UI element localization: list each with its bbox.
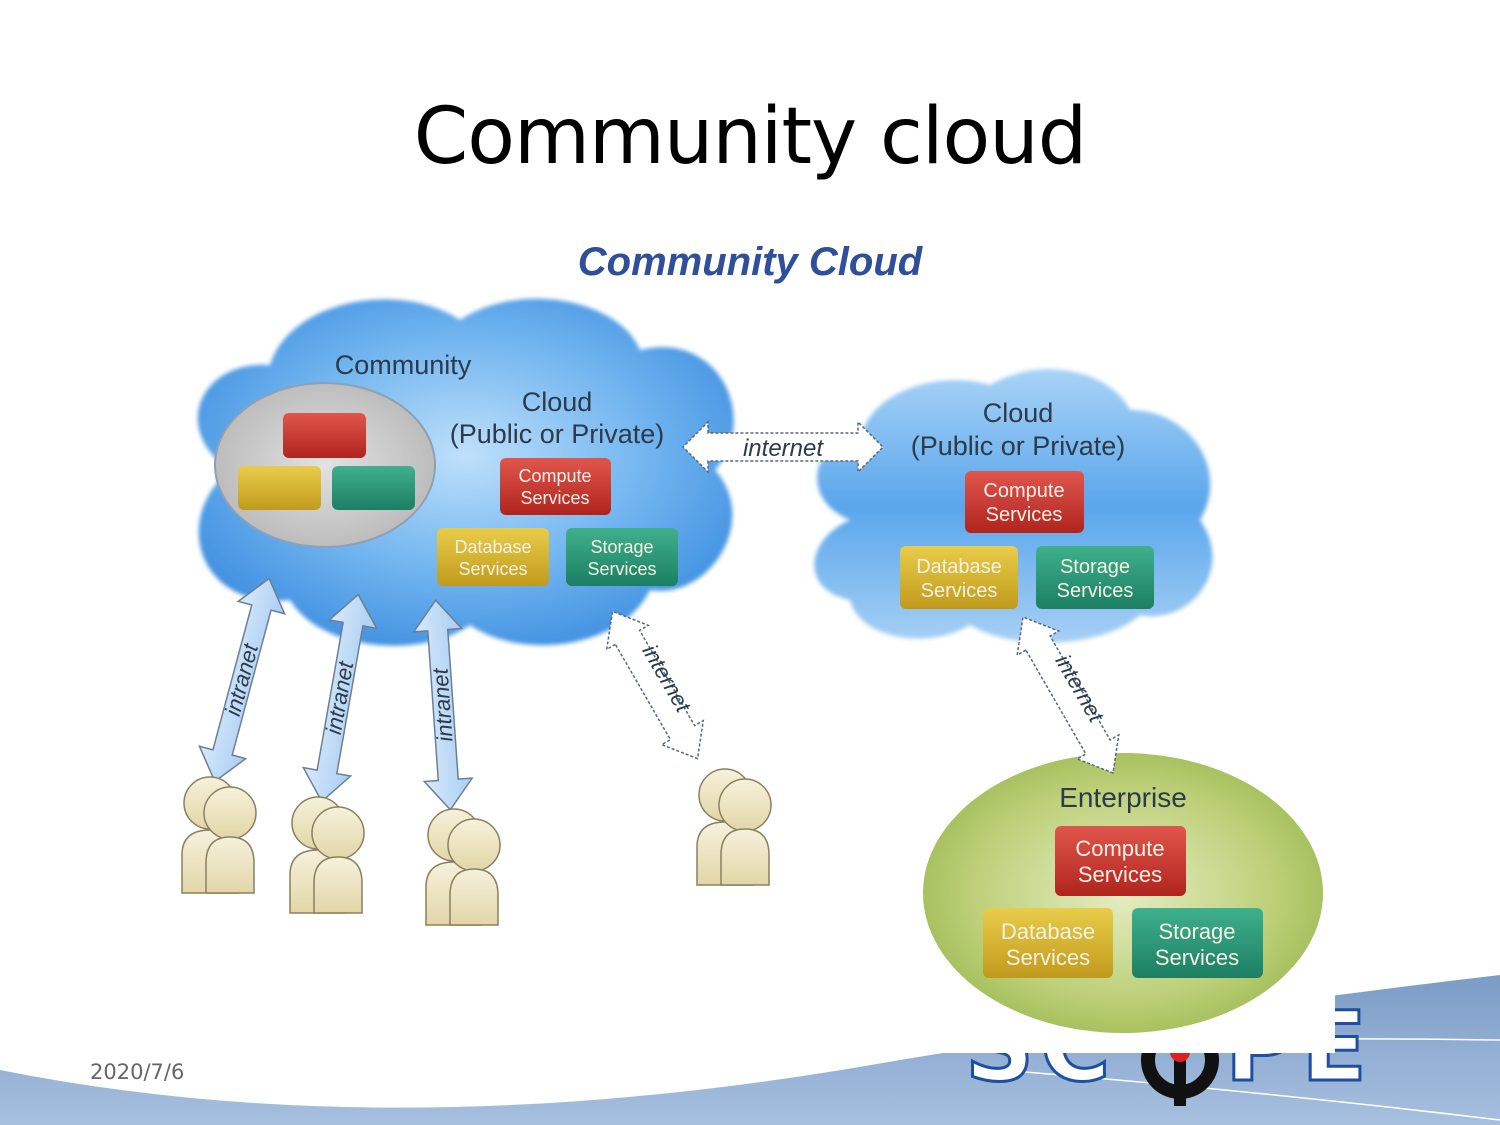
public-database-services: Database Services xyxy=(900,546,1018,609)
svg-text:Services: Services xyxy=(1057,580,1134,602)
community-cloud-type: (Public or Private) xyxy=(450,419,665,449)
enterprise-database-services: Database Services xyxy=(983,908,1113,978)
slide-date: 2020/7/6 xyxy=(90,1060,185,1084)
internet-arrow-community-user: internet xyxy=(605,610,705,760)
svg-text:intranet: intranet xyxy=(220,640,263,718)
svg-text:Database: Database xyxy=(1001,919,1095,944)
svg-text:Services: Services xyxy=(1078,862,1162,887)
community-cloud-label: Cloud xyxy=(522,387,593,417)
svg-text:Services: Services xyxy=(458,559,527,579)
svg-text:Compute: Compute xyxy=(983,480,1064,502)
svg-text:internet: internet xyxy=(743,435,824,462)
public-storage-services: Storage Services xyxy=(1036,546,1154,609)
users-icon-group-1 xyxy=(181,776,257,894)
svg-text:Services: Services xyxy=(587,559,656,579)
member-block-yellow xyxy=(238,466,321,510)
enterprise-label: Enterprise xyxy=(1059,782,1187,813)
community-label: Community xyxy=(335,350,472,380)
public-compute-services: Compute Services xyxy=(965,471,1084,533)
enterprise-compute-services: Compute Services xyxy=(1055,826,1186,896)
community-members-ellipse xyxy=(214,382,436,548)
svg-text:Compute: Compute xyxy=(1075,836,1164,861)
public-cloud-type: (Public or Private) xyxy=(911,431,1126,461)
users-icon-group-2 xyxy=(289,796,365,914)
community-compute-services: Compute Services xyxy=(500,458,611,515)
svg-text:Services: Services xyxy=(1006,945,1090,970)
svg-text:Storage: Storage xyxy=(1158,919,1235,944)
intranet-arrow-3: intranet xyxy=(412,599,474,811)
svg-text:intranet: intranet xyxy=(427,667,457,743)
users-icon-group-3 xyxy=(425,808,501,926)
enterprise-storage-services: Storage Services xyxy=(1132,908,1263,978)
svg-text:Services: Services xyxy=(921,580,998,602)
diagram-title: Community Cloud xyxy=(577,240,923,284)
community-storage-services: Storage Services xyxy=(566,528,678,586)
svg-text:intranet: intranet xyxy=(321,659,359,736)
svg-text:Database: Database xyxy=(916,556,1002,578)
svg-text:Services: Services xyxy=(520,488,589,508)
community-database-services: Database Services xyxy=(437,528,549,586)
svg-text:Storage: Storage xyxy=(1060,556,1130,578)
internet-arrow-horizontal: internet xyxy=(681,420,885,474)
slide-title: Community cloud xyxy=(413,92,1087,182)
svg-text:Storage: Storage xyxy=(590,537,653,557)
svg-text:Compute: Compute xyxy=(518,466,591,486)
svg-text:Services: Services xyxy=(1155,945,1239,970)
public-cloud-label: Cloud xyxy=(983,398,1054,428)
svg-text:Services: Services xyxy=(986,504,1063,526)
users-icon-group-4 xyxy=(696,768,772,886)
intranet-arrow-1: intranet xyxy=(198,577,286,783)
member-block-green xyxy=(332,466,415,510)
member-block-red xyxy=(283,413,366,458)
svg-text:Database: Database xyxy=(454,537,531,557)
